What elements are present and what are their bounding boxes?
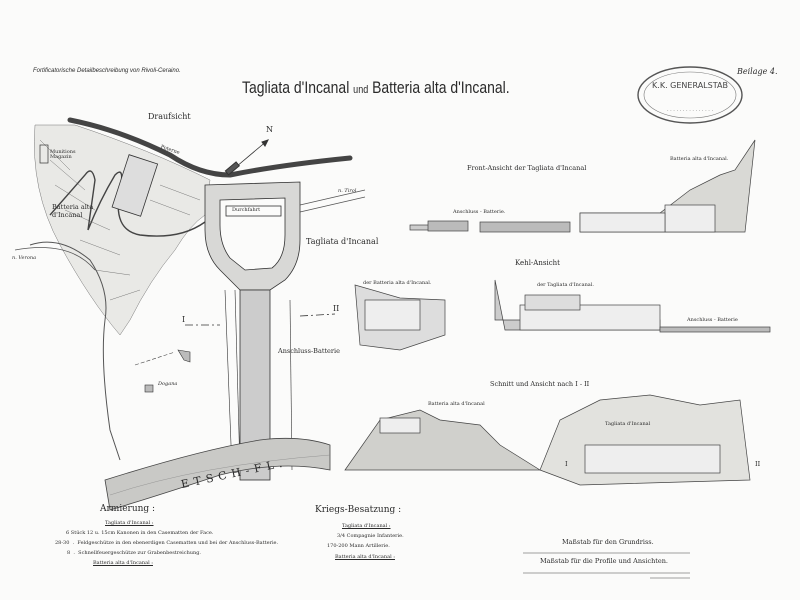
north-label: N bbox=[266, 125, 273, 134]
series-note: Fortificatorische Detailbeschreibung von… bbox=[33, 68, 181, 74]
besatzung-row: 170-200 Mann Artillerie. bbox=[327, 543, 390, 549]
armierung-batteria-subheading: Batteria alta d'Incanal : bbox=[93, 560, 153, 566]
section-view-title: Schnitt und Ansicht nach I - II bbox=[490, 380, 590, 388]
kehl-batteria-label: der Batteria alta d'Incanal. bbox=[363, 280, 432, 286]
armierung-heading: Armierung : bbox=[100, 504, 156, 514]
besatzung-heading: Kriegs-Besatzung : bbox=[315, 505, 402, 515]
dogana-building bbox=[144, 384, 154, 393]
front-view-drawing bbox=[409, 139, 756, 233]
durchfahrt-label: Durchfahrt bbox=[232, 207, 261, 213]
armierung-text: Feldgeschütze in den ebenerdigen Casemat… bbox=[77, 540, 279, 546]
north-arrow-icon bbox=[224, 139, 269, 176]
sheet-title: Tagliata d'Incanal und Batteria alta d'I… bbox=[242, 79, 510, 96]
kehl-view-title: Kehl-Ansicht bbox=[515, 259, 560, 267]
kehl-view-drawing bbox=[354, 279, 771, 351]
scale-bars bbox=[523, 552, 690, 579]
serpentine-road bbox=[49, 170, 206, 237]
batteria-building bbox=[111, 154, 159, 217]
plan-heading: Draufsicht bbox=[148, 112, 191, 121]
dogana-label: Dogana bbox=[158, 381, 178, 387]
section-batteria-label: Batteria alta d'Incanal bbox=[428, 401, 485, 407]
batteria-plan-label: Batteria alta d'Incanal bbox=[52, 203, 94, 219]
to-tirol-label: n. Tirol bbox=[338, 188, 357, 194]
besatzung-batteria-subheading: Batteria alta d'Incanal : bbox=[335, 554, 395, 560]
section-tagliata-label: Tagliata d'Incanal bbox=[605, 421, 651, 427]
section-line-I-II bbox=[185, 313, 336, 326]
anschluss-plan-label: Anschluss-Batterie bbox=[278, 347, 340, 355]
section-view-II-label: II bbox=[755, 460, 761, 468]
stamp-text: K.K. GENERALSTAB bbox=[652, 81, 728, 90]
title-part-2: Batteria alta d'Incanal. bbox=[372, 78, 510, 97]
tagliata-plan-label: Tagliata d'Incanal bbox=[306, 237, 379, 246]
section-view-I-label: I bbox=[565, 460, 568, 468]
magazine-label: Munitions Magazin bbox=[50, 149, 76, 160]
title-und: und bbox=[353, 84, 369, 96]
armierung-qty: 8 bbox=[67, 550, 71, 556]
armierung-text: Schnellfeuergeschütze zur Grabenbestreic… bbox=[78, 550, 202, 556]
tagliata-plan bbox=[204, 181, 301, 481]
profile-scale-label: Maßstab für die Profile und Ansichten. bbox=[540, 557, 668, 565]
armierung-qty: 28-30 bbox=[55, 540, 70, 546]
armierung-row: 8 . Schnellfeuergeschütze zur Grabenbest… bbox=[67, 550, 202, 556]
front-batteria-label: Batteria alta d'Incanal. bbox=[670, 156, 729, 162]
besatzung-tagliata-subheading: Tagliata d'Incanal : bbox=[342, 523, 391, 529]
title-part-1: Tagliata d'Incanal bbox=[242, 78, 350, 97]
section-II-label: II bbox=[333, 304, 340, 313]
to-verona-label: n. Verona bbox=[12, 255, 37, 261]
armierung-row: 6 Stück 12 u. 15cm Kanonen in den Casema… bbox=[66, 531, 213, 536]
kehl-anschluss-label: Anschluss - Batterie bbox=[687, 317, 738, 323]
svg-text:· · · · · · · · · · · · · · ·: · · · · · · · · · · · · · · · bbox=[667, 108, 714, 114]
ridge-poterne bbox=[67, 117, 353, 178]
armierung-row: 28-30 . Feldgeschütze in den ebenerdigen… bbox=[55, 540, 279, 546]
hill-terrain bbox=[34, 124, 211, 336]
front-anschluss-label: Anschluss - Batterie. bbox=[453, 209, 506, 215]
front-view-title: Front-Ansicht der Tagliata d'Incanal bbox=[467, 164, 587, 172]
besatzung-row: 3/4 Compagnie Infanterie. bbox=[337, 533, 404, 539]
section-I-label: I bbox=[182, 315, 186, 324]
armierung-text: 6 Stück 12 u. 15cm Kanonen in den Casema… bbox=[66, 530, 214, 536]
kehl-tagliata-label: der Tagliata d'Incanal. bbox=[537, 282, 594, 288]
armierung-tagliata-subheading: Tagliata d'Incanal : bbox=[105, 520, 154, 526]
appendix-label: Beilage 4. bbox=[737, 67, 778, 76]
river-etsch bbox=[104, 437, 331, 511]
plan-scale-label: Maßstab für den Grundriss. bbox=[562, 538, 654, 546]
section-view-drawing bbox=[344, 394, 751, 486]
general-staff-stamp bbox=[637, 66, 743, 124]
